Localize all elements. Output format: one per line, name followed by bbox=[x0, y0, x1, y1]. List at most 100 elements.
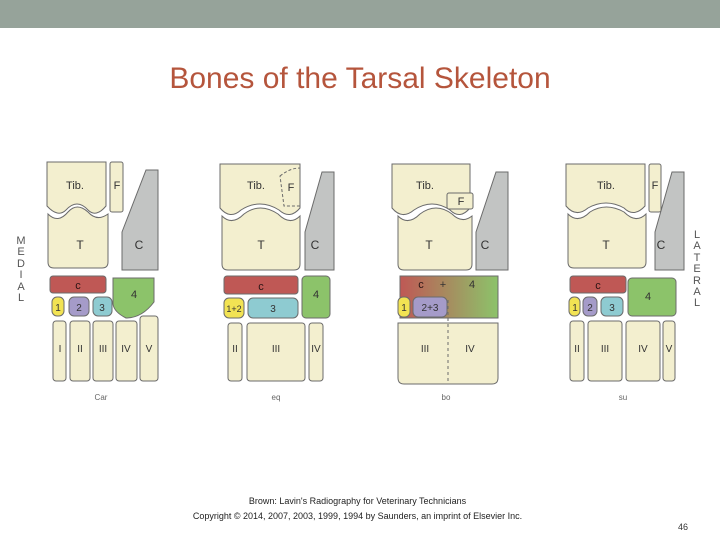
lateral-letter: E bbox=[693, 263, 701, 276]
tarsal-2-3 bbox=[412, 296, 448, 318]
metatarsal-4-label: IV bbox=[121, 344, 131, 355]
metatarsal-4-label: IV bbox=[638, 344, 648, 355]
talus-label: T bbox=[76, 238, 84, 252]
panel-bo bbox=[391, 163, 509, 385]
fourth-tarsal-label: 4 bbox=[645, 291, 651, 303]
metatarsal-3 bbox=[246, 322, 306, 382]
calcaneus-label: C bbox=[135, 238, 144, 252]
metatarsal-5-label: V bbox=[146, 344, 153, 355]
talus-bone bbox=[397, 207, 473, 271]
metatarsal-4 bbox=[625, 320, 661, 382]
calcaneus-label: C bbox=[311, 238, 320, 252]
medial-letter: I bbox=[19, 269, 23, 282]
metatarsal-2-label: II bbox=[77, 344, 83, 355]
fibula-bone bbox=[109, 161, 124, 213]
tarsal-1-2 bbox=[223, 297, 245, 319]
medial-letter: A bbox=[17, 280, 25, 293]
panel-eq bbox=[219, 163, 335, 382]
slide-title: Bones of the Tarsal Skeleton bbox=[169, 62, 551, 95]
tibia-bone bbox=[565, 163, 646, 213]
tarsal-1 bbox=[397, 296, 411, 318]
tarsal-2 bbox=[582, 296, 598, 317]
metatarsal-5 bbox=[662, 320, 676, 382]
central-tarsal-label: c bbox=[595, 280, 601, 292]
metatarsal-5 bbox=[139, 315, 159, 382]
panel-su bbox=[565, 163, 685, 382]
medial-label: M E D I A L bbox=[15, 235, 27, 305]
fourth-tarsal bbox=[112, 277, 155, 319]
species-label: bo bbox=[442, 393, 451, 402]
metatarsal-3 bbox=[92, 320, 114, 382]
talus-bone bbox=[47, 206, 109, 269]
central-tarsal-label: c bbox=[75, 280, 81, 292]
metatarsal-3-label: III bbox=[601, 344, 609, 355]
central-tarsal-label: c bbox=[418, 279, 424, 291]
metatarsal-2-label: II bbox=[574, 344, 580, 355]
fourth-tarsal bbox=[301, 275, 331, 319]
calcaneus-bone bbox=[304, 171, 335, 271]
fibula-label: F bbox=[458, 196, 465, 208]
tarsal-3-label: 3 bbox=[270, 304, 276, 315]
metatarsal-4-label: IV bbox=[311, 344, 321, 355]
calcaneus-label: C bbox=[481, 238, 490, 252]
tarsal-1-label: 1 bbox=[401, 303, 407, 314]
tarsal-2-label: 2 bbox=[76, 303, 82, 314]
tarsal-1-2-label: 1+2 bbox=[226, 304, 241, 314]
tarsal-3-label: 3 bbox=[609, 303, 615, 314]
talus-label: T bbox=[602, 238, 610, 252]
page-number: 46 bbox=[677, 522, 688, 532]
metatarsal-3 bbox=[587, 320, 623, 382]
tarsal-3 bbox=[600, 296, 624, 317]
medial-letter: D bbox=[17, 257, 25, 270]
metatarsal-1 bbox=[52, 320, 67, 382]
fibula-bone bbox=[648, 163, 662, 213]
central-tarsal-label: c bbox=[258, 281, 264, 293]
calcaneus-bone bbox=[121, 169, 159, 271]
fibula-label: F bbox=[114, 180, 121, 192]
lateral-label: L A T E R A L bbox=[691, 229, 703, 310]
talus-bone bbox=[221, 207, 301, 271]
fourth-tarsal bbox=[627, 277, 677, 317]
tarsal-2-label: 2 bbox=[587, 303, 593, 314]
central-tarsal bbox=[569, 275, 627, 294]
medial-letter: L bbox=[17, 292, 25, 305]
tarsal-2-3-label: 2+3 bbox=[422, 303, 439, 314]
lateral-letter: L bbox=[693, 297, 701, 310]
fibula-label: F bbox=[652, 180, 659, 192]
lateral-letter: R bbox=[693, 274, 701, 287]
tarsal-3-label: 3 bbox=[99, 303, 105, 314]
cannon-bone bbox=[397, 322, 499, 385]
fourth-tarsal-label: 4 bbox=[469, 279, 475, 291]
tarsal-1-label: 1 bbox=[55, 303, 61, 314]
lateral-letter: T bbox=[693, 251, 701, 264]
fibula-label: F bbox=[288, 182, 295, 194]
metatarsal-4-label: IV bbox=[465, 344, 475, 355]
tarsal-2 bbox=[68, 296, 90, 317]
calcaneus-label: C bbox=[657, 238, 666, 252]
tibia-bone bbox=[46, 161, 107, 214]
lateral-letter: L bbox=[693, 229, 701, 241]
credit-line-1: Brown: Lavin's Radiography for Veterinar… bbox=[248, 496, 467, 506]
calcaneus-bone bbox=[654, 171, 685, 271]
talus-bone bbox=[567, 206, 647, 269]
fibula-bone bbox=[446, 192, 474, 210]
metatarsal-4 bbox=[115, 320, 138, 382]
tarsal-1-label: 1 bbox=[572, 303, 578, 314]
fibula-outline bbox=[279, 167, 301, 207]
calcaneus-bone bbox=[475, 171, 509, 271]
credit-line-2: Copyright © 2014, 2007, 2003, 1999, 1994… bbox=[192, 511, 523, 521]
lateral-letter: A bbox=[693, 286, 701, 299]
metatarsal-1-label: I bbox=[59, 344, 62, 355]
species-label: eq bbox=[272, 393, 281, 402]
metatarsal-2 bbox=[569, 320, 585, 382]
central-tarsal bbox=[49, 275, 107, 294]
tibia-label: Tib. bbox=[247, 180, 265, 192]
fusion-plus-label: + bbox=[440, 279, 446, 291]
species-label: Car bbox=[95, 393, 108, 402]
tibia-label: Tib. bbox=[597, 180, 615, 192]
metatarsal-5-label: V bbox=[666, 344, 673, 355]
fourth-tarsal-label: 4 bbox=[313, 289, 319, 301]
metatarsal-4 bbox=[308, 322, 324, 382]
metatarsal-2 bbox=[227, 322, 243, 382]
